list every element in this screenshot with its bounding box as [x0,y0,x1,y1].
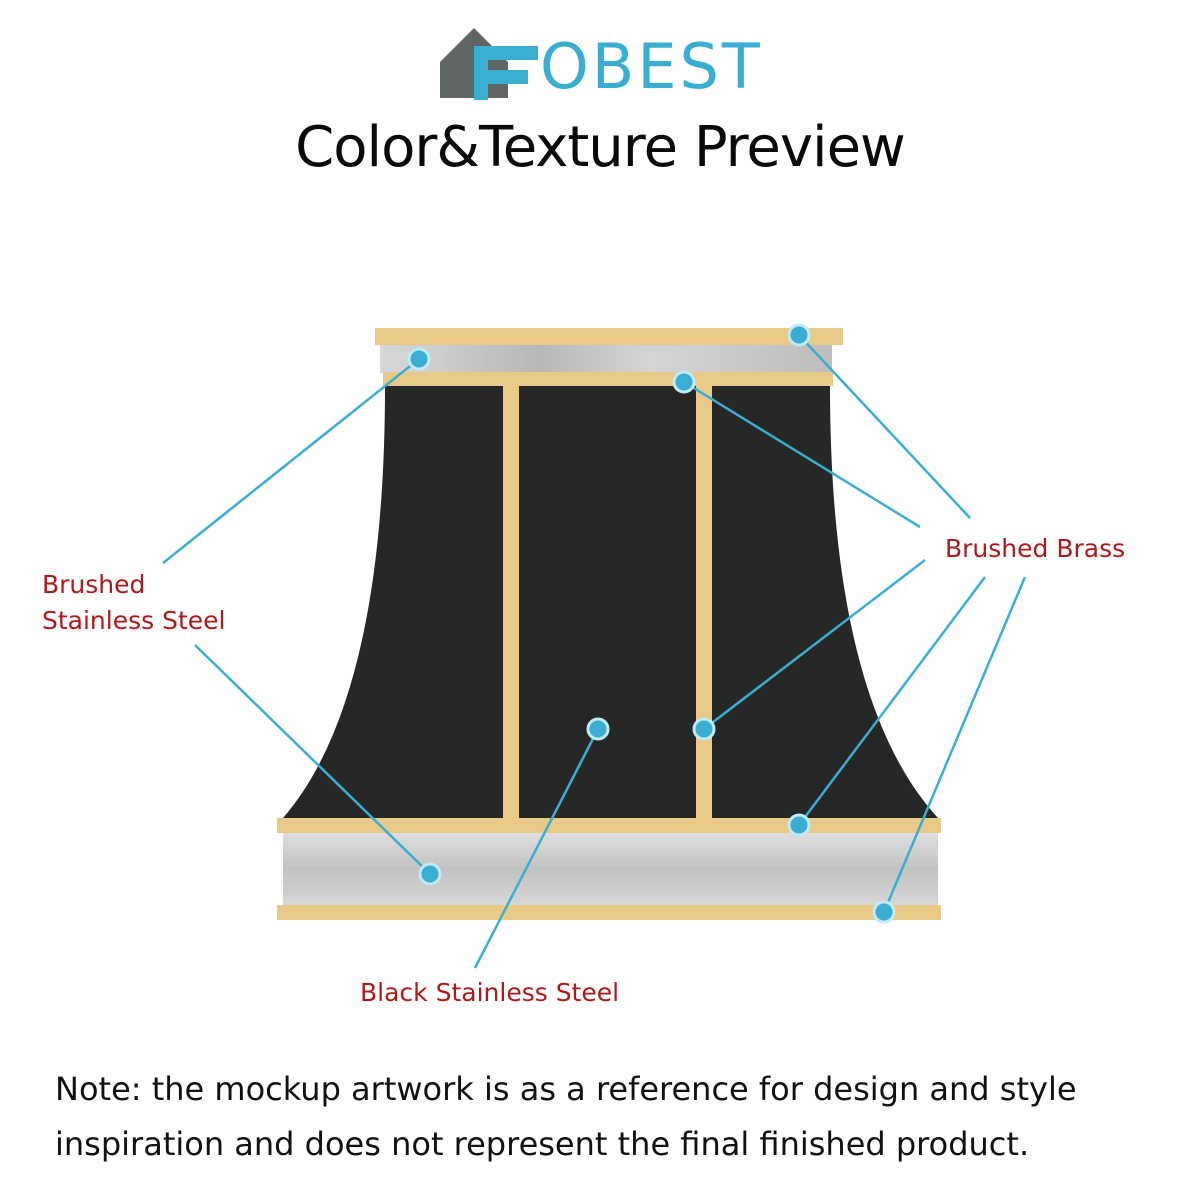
lower-brass-trim [277,818,941,833]
disclaimer-note: Note: the mockup artwork is as a referen… [55,1062,1165,1172]
top-brass-trim [375,328,843,345]
right-brass-strap [696,386,712,818]
label-brushed-stainless-steel: Brushed Stainless Steel [42,567,225,639]
leader-line [194,644,431,875]
leader-lines [162,334,1027,969]
marker-dot [418,862,442,886]
marker-dot [586,717,610,741]
leader-line [798,576,986,826]
marker-dot [692,717,716,741]
upper-brass-trim [383,372,833,386]
label-black-stainless-steel: Black Stainless Steel [360,978,620,1007]
bottom-steel-band [283,833,938,905]
left-brass-strap [503,386,519,818]
brand-logo-text: OBEST [540,30,763,103]
label-line: Brushed [42,570,146,599]
leader-line [162,358,420,564]
marker-dot [787,813,811,837]
leader-line [882,576,1027,913]
black-hood-body [283,386,938,818]
marker-dot [407,347,431,371]
marker-dot [872,900,896,924]
label-brushed-brass: Brushed Brass [945,534,1126,563]
marker-dot [787,323,811,347]
house-letter-f-icon [440,28,538,100]
leader-line [473,728,600,969]
brand-logo [440,28,538,100]
label-line: Stainless Steel [42,606,226,635]
bottom-brass-trim [277,905,941,920]
leader-line [798,334,971,519]
leader-line [683,380,921,529]
marker-dot [672,370,696,394]
note-line: Note: the mockup artwork is as a referen… [55,1070,1077,1108]
note-line: inspiration and does not represent the f… [55,1125,1030,1163]
leader-line [703,559,926,730]
top-steel-band [380,345,832,373]
page-title: Color&Texture Preview [295,115,906,180]
callout-markers [407,323,896,924]
